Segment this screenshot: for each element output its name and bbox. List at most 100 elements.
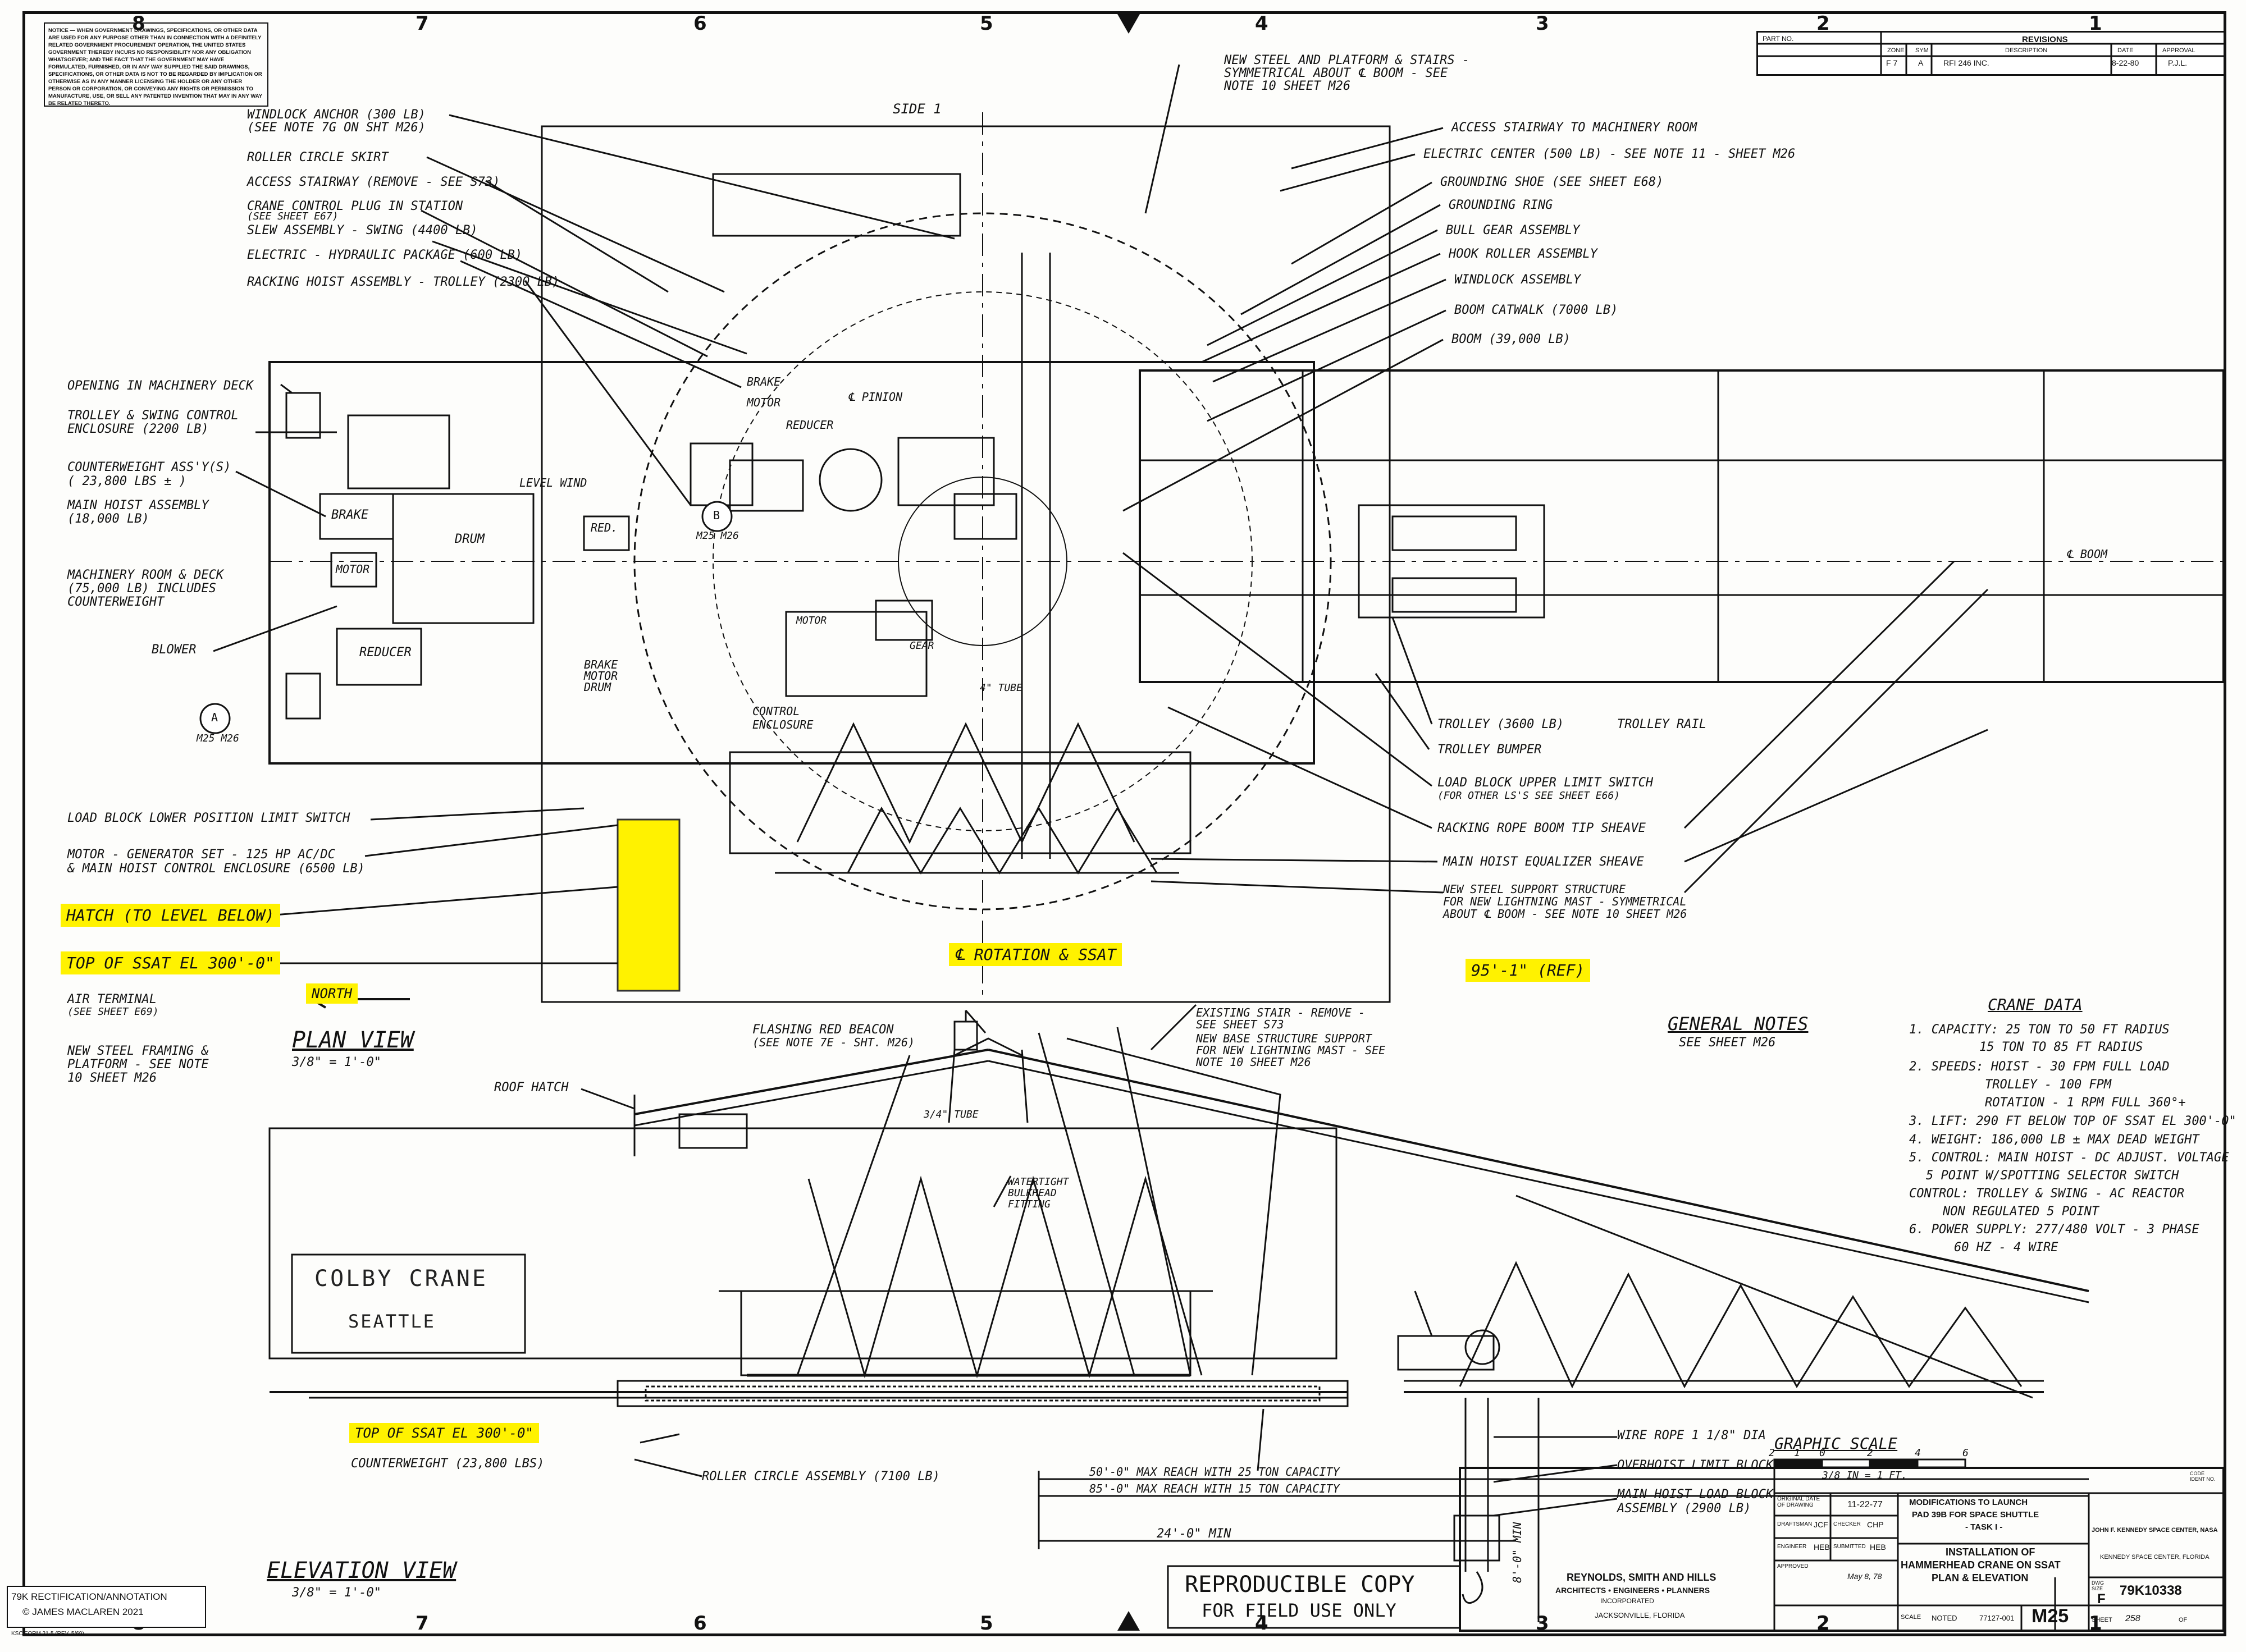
callout-load-block-upper-limit-note: (FOR OTHER LS's SEE SHEET E66)	[1437, 790, 1620, 802]
label-reducer: REDUCER	[786, 418, 834, 432]
callout-existing-stair: EXISTING STAIR - REMOVE -	[1196, 1006, 1366, 1019]
crane-data-line-1: 1. CAPACITY: 25 TON TO 50 FT RADIUS	[1909, 1023, 2170, 1037]
callout-trolley-rail: TROLLEY RAIL	[1617, 717, 1706, 731]
original-date-label: ORIGINAL DATE OF DRAWING	[1777, 1496, 1820, 1508]
elevation-view-title: ELEVATION VIEW	[267, 1558, 456, 1584]
label-motor-2: MOTOR	[584, 669, 618, 683]
zone-bottom-7: 7	[416, 1612, 429, 1635]
callout-overhoist-limit: OVERHOIST LIMIT BLOCK	[1617, 1458, 1774, 1472]
crane-data-line-12: 6. POWER SUPPLY: 277/480 VOLT - 3 PHASE	[1909, 1223, 2199, 1237]
zone-bottom-4: 4	[1255, 1612, 1268, 1635]
zone-bottom-6: 6	[693, 1612, 707, 1635]
crane-data-line-6: 3. LIFT: 290 FT BELOW TOP OF SSAT EL 300…	[1909, 1114, 2236, 1128]
original-date: 11-22-77	[1847, 1500, 1883, 1509]
stamp-line-1: REPRODUCIBLE COPY	[1185, 1572, 1415, 1598]
label-brake: BRAKE	[747, 375, 781, 388]
callout-electric-hydraulic: ELECTRIC - HYDRAULIC PACKAGE (600 lb)	[247, 248, 523, 262]
crane-data-line-9: 5 POINT W/SPOTTING SELECTOR SWITCH	[1926, 1169, 2179, 1183]
callout-main-hoist-load-block-weight: ASSEMBLY (2900 lb)	[1617, 1502, 1751, 1516]
crane-data-line-4: TROLLEY - 100 FPM	[1985, 1078, 2112, 1092]
callout-hatch-highlighted: HATCH (TO LEVEL BELOW)	[61, 904, 280, 927]
dwg-size-label: DWG SIZE	[2092, 1580, 2104, 1591]
callout-new-base-structure-note: NOTE 10 SHEET M26	[1196, 1055, 1311, 1069]
firm-name: REYNOLDS, SMITH AND HILLS	[1567, 1572, 1717, 1583]
callout-machinery-room-counterweight: COUNTERWEIGHT	[67, 595, 165, 609]
label-drum: DRUM	[455, 532, 485, 546]
callout-access-stairway: ACCESS STAIRWAY (REMOVE - SEE S73)	[247, 175, 500, 189]
callout-new-steel-platform-sym: SYMMETRICAL ABOUT ℄ BOOM - SEE	[1224, 66, 1448, 80]
crane-data-line-11: NON REGULATED 5 POINT	[1943, 1205, 2099, 1219]
label-rotation-ssat-highlighted: ℄ ROTATION & SSAT	[949, 943, 1122, 966]
callout-watertight: WATERTIGHT	[1008, 1176, 1069, 1188]
zone-top-2: 2	[1816, 12, 1830, 35]
scale-tick-2a: 2	[1769, 1447, 1775, 1459]
callout-new-steel-support-sym: FOR NEW LIGHTNING MAST - SYMMETRICAL	[1443, 895, 1687, 908]
callout-hook-roller: HOOK ROLLER ASSEMBLY	[1449, 247, 1597, 261]
callout-load-block-lower-limit: LOAD BLOCK LOWER POSITION LIMIT SWITCH	[67, 811, 350, 825]
mod-line-2: PAD 39B FOR SPACE SHUTTLE	[1912, 1510, 2039, 1520]
center-mark-bottom	[1117, 1611, 1140, 1631]
label-motor-3: MOTOR	[796, 615, 827, 626]
label-brake-2: BRAKE	[584, 658, 618, 671]
callout-new-steel-framing-note: PLATFORM - SEE NOTE	[67, 1058, 209, 1072]
rev-row-sym: A	[1918, 58, 1924, 67]
callout-wire-rope: WIRE ROPE 1 1/8" DIA	[1617, 1429, 1766, 1443]
of-label: OF	[2179, 1617, 2188, 1623]
callout-electric-center: ELECTRIC CENTER (500 lb) - SEE NOTE 11 -…	[1423, 147, 1796, 161]
callout-grounding-shoe: GROUNDING SHOE (SEE SHEET E68)	[1440, 175, 1664, 189]
callout-trolley-swing-enclosure: ENCLOSURE (2200 lb)	[67, 422, 209, 436]
label-motor: MOTOR	[747, 396, 781, 409]
zone-bottom-2: 2	[1816, 1612, 1830, 1635]
rev-row-zone: F 7	[1886, 58, 1898, 67]
zone-top-7: 7	[416, 12, 429, 35]
callout-new-steel-support-note: ABOUT ℄ BOOM - SEE NOTE 10 SHEET M26	[1443, 907, 1687, 921]
credit-box	[7, 1586, 206, 1628]
callout-racking-hoist: RACKING HOIST ASSEMBLY - TROLLEY (2300 l…	[247, 275, 560, 289]
graphic-scale-caption: 3/8 IN = 1 FT.	[1822, 1470, 1907, 1481]
callout-new-base-structure-mast: FOR NEW LIGHTNING MAST - SEE	[1196, 1044, 1386, 1057]
callout-new-steel-framing: NEW STEEL FRAMING &	[67, 1044, 209, 1058]
callout-crane-control-plug-note: (SEE SHEET E67)	[247, 210, 339, 222]
crane-data-line-2: 15 TON TO 85 FT RADIUS	[1979, 1040, 2143, 1054]
ksc-form-number: KSC FORM 21-5 (REV. 5/69)	[11, 1631, 84, 1637]
label-motor-box: MOTOR	[336, 562, 370, 576]
revisions-table: PART NO. REVISIONS ZONE SYM DESCRIPTION …	[1756, 31, 2225, 76]
callout-blower: BLOWER	[152, 643, 197, 657]
section-b-ref: M25 M26	[696, 530, 739, 542]
callout-motor-generator-enclosure: & MAIN HOIST CONTROL ENCLOSURE (6500 lb)	[67, 862, 365, 876]
scale-tick-1: 1	[1794, 1447, 1800, 1459]
rev-row-date: 8-22-80	[2112, 58, 2139, 67]
scale-label: SCALE	[1901, 1614, 1921, 1621]
callout-top-of-ssat-elev-highlighted: TOP OF SSAT EL 300'-0"	[349, 1423, 539, 1443]
north-label: NORTH	[306, 983, 358, 1004]
scale-tick-0: 0	[1819, 1447, 1825, 1459]
mod-line-3: - TASK I -	[1965, 1522, 2003, 1532]
crane-data-line-8: 5. CONTROL: MAIN HOIST - DC ADJUST. VOLT…	[1909, 1151, 2229, 1165]
label-brake-box: BRAKE	[331, 508, 369, 522]
crane-data-title: CRANE DATA	[1988, 995, 2083, 1014]
revisions-title: REVISIONS	[2022, 35, 2068, 44]
checker-initials: CHP	[1867, 1520, 1884, 1529]
crane-data-line-7: 4. WEIGHT: 186,000 lb ± MAX DEAD WEIGHT	[1909, 1133, 2199, 1147]
drawing-title-1: INSTALLATION OF	[1946, 1546, 2035, 1558]
part-no-label: PART NO.	[1763, 35, 1794, 43]
callout-main-hoist: MAIN HOIST ASSEMBLY	[67, 498, 209, 512]
approver-date: May 8, 78	[1847, 1572, 1882, 1581]
seattle-sign: SEATTLE	[348, 1311, 436, 1332]
checker-label: CHECKER	[1833, 1521, 1861, 1527]
stamp-line-2: FOR FIELD USE ONLY	[1202, 1600, 1396, 1621]
label-red: RED.	[591, 521, 618, 534]
callout-boom: BOOM (39,000 lb)	[1451, 332, 1571, 346]
callout-machinery-room-weight: (75,000 lb) INCLUDES	[67, 582, 216, 596]
credit-line-1: 79K RECTIFICATION/ANNOTATION	[11, 1591, 167, 1602]
crane-data-line-5: ROTATION - 1 RPM FULL 360°+	[1985, 1096, 2186, 1110]
callout-load-block-upper-limit: LOAD BLOCK UPPER LIMIT SWITCH	[1437, 776, 1654, 790]
callout-crane-control-plug: CRANE CONTROL PLUG IN STATION	[247, 199, 463, 213]
crane-data-line-10: CONTROL: TROLLEY & SWING - AC REACTOR	[1909, 1187, 2185, 1201]
submitted-label: SUBMITTED	[1833, 1544, 1866, 1550]
drawing-title-2: HAMMERHEAD CRANE ON SSAT	[1901, 1559, 2061, 1571]
callout-windlock-anchor: WINDLOCK ANCHOR (300 LB)	[247, 108, 426, 122]
callout-bull-gear: BULL GEAR ASSEMBLY	[1446, 223, 1580, 237]
